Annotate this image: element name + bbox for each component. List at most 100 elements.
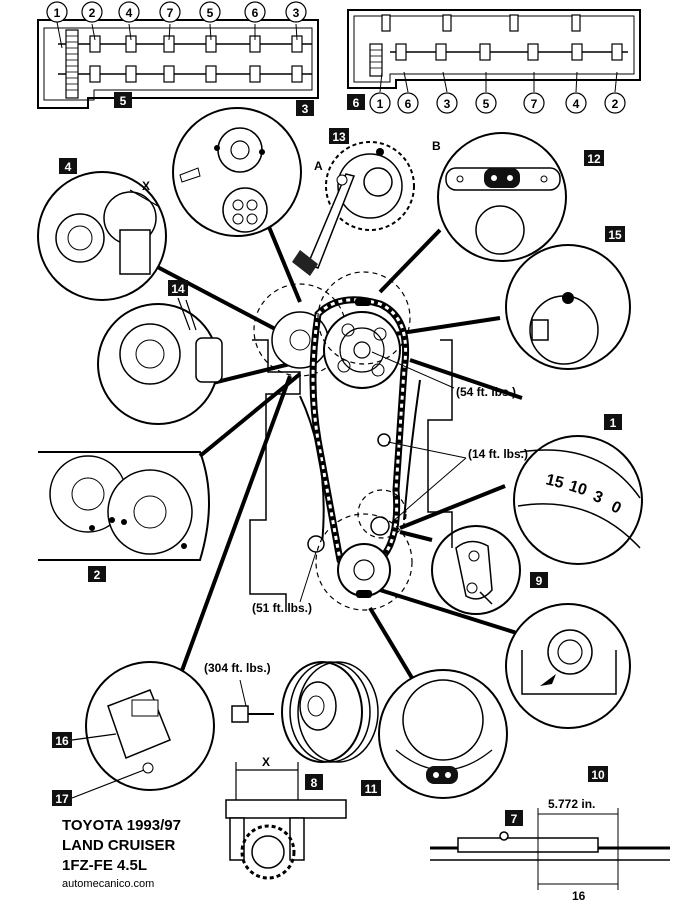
detail-15-crank-key: 15 (505, 226, 631, 370)
svg-text:4: 4 (573, 97, 580, 111)
detail-7-chain-length-measure: 5.772 in. 16 7 (430, 797, 670, 903)
svg-text:1: 1 (54, 6, 61, 20)
svg-text:10: 10 (591, 768, 605, 782)
detail-10-oil-pump-mark: 10 (505, 603, 631, 782)
torque-54: (54 ft. lbs.) (456, 385, 516, 399)
svg-text:5: 5 (483, 97, 490, 111)
head6-seq-6: 2 (604, 92, 626, 114)
site-credit: automecanico.com (62, 878, 154, 890)
svg-text:X: X (262, 755, 270, 769)
svg-text:11: 11 (365, 782, 378, 796)
leader-lines (147, 209, 523, 690)
chain-length-label: 5.772 in. (548, 797, 595, 811)
svg-text:12: 12 (587, 152, 601, 166)
svg-text:17: 17 (55, 792, 69, 806)
svg-text:B: B (432, 139, 441, 153)
callout-14: 14 (168, 280, 188, 296)
detail-11-crank-chain-link: 11 (361, 669, 508, 799)
head6-seq-2: 3 (436, 92, 458, 114)
caption-line1: TOYOTA 1993/97 (62, 817, 181, 834)
head5-sequence-labels: 1 2 4 7 5 6 3 (46, 1, 307, 23)
head5-seq-2: 4 (118, 1, 140, 23)
head5-seq-4: 5 (199, 1, 221, 23)
callout-2: 2 (88, 566, 106, 582)
callout-17: 17 (52, 790, 72, 806)
svg-text:15: 15 (608, 228, 622, 242)
callout-7: 7 (505, 810, 523, 826)
svg-text:16: 16 (55, 734, 69, 748)
svg-text:7: 7 (167, 6, 174, 20)
head5-seq-3: 7 (159, 1, 181, 23)
svg-text:3: 3 (302, 102, 309, 116)
detail-2-cam-gears: 2 (38, 451, 210, 582)
svg-text:7: 7 (511, 812, 518, 826)
svg-text:3: 3 (444, 97, 451, 111)
callout-3: 3 (296, 100, 314, 116)
callout-9: 9 (530, 572, 548, 588)
head6-seq-4: 7 (523, 92, 545, 114)
torque-304: (304 ft. lbs.) (204, 661, 271, 675)
caption-line3: 1FZ-FE 4.5L (62, 857, 147, 874)
head5-seq-5: 6 (244, 1, 266, 23)
svg-text:6: 6 (252, 6, 259, 20)
callout-13: 13 (329, 128, 349, 144)
svg-text:2: 2 (612, 97, 619, 111)
callout-16: 16 (52, 732, 72, 748)
head6-sequence-labels: 1 6 3 5 7 4 2 (369, 92, 626, 114)
svg-text:7: 7 (531, 97, 538, 111)
svg-text:3: 3 (293, 6, 300, 20)
head6-seq-1: 6 (397, 92, 419, 114)
head6-seq-0: 1 (369, 92, 391, 114)
head5-seq-1: 2 (81, 1, 103, 23)
svg-text:6: 6 (353, 96, 360, 110)
callout-11: 11 (361, 780, 381, 796)
head6-seq-5: 4 (565, 92, 587, 114)
cylinder-head-5: 1 2 4 7 5 6 3 5 (37, 1, 319, 109)
svg-text:14: 14 (171, 282, 185, 296)
callout-8: 8 (305, 774, 323, 790)
callout-12: 12 (584, 150, 604, 166)
svg-text:13: 13 (332, 130, 346, 144)
head5-seq-6: 3 (285, 1, 307, 23)
callout-1: 1 (604, 414, 622, 430)
cylinder-head-6: 6 1 6 3 5 7 4 2 (347, 9, 641, 114)
svg-text:6: 6 (405, 97, 412, 111)
detail-12-chain-link: 12 (437, 132, 604, 262)
svg-text:4: 4 (65, 160, 72, 174)
detail-13-cam-sprocket-holder: A B 13 (292, 128, 441, 276)
svg-text:10: 10 (567, 478, 589, 500)
head6-seq-3: 5 (475, 92, 497, 114)
torque-51: (51 ft. lbs.) (252, 601, 312, 615)
svg-text:5: 5 (120, 94, 127, 108)
callout-6: 6 (347, 94, 365, 110)
detail-16-17-crank-sensor: 16 17 (52, 661, 215, 806)
callout-10: 10 (588, 766, 608, 782)
svg-text:15: 15 (544, 471, 565, 492)
callout-4: 4 (59, 158, 77, 174)
caption-block: TOYOTA 1993/97 LAND CRUISER 1FZ-FE 4.5L … (62, 817, 181, 890)
crank-pulley (231, 661, 379, 763)
detail-9-tensioner-plate: 9 (431, 525, 548, 615)
engine-timing-assembly (249, 271, 467, 612)
svg-text:A: A (314, 159, 323, 173)
torque-14: (14 ft. lbs.) (468, 447, 528, 461)
svg-text:5: 5 (207, 6, 214, 20)
svg-text:8: 8 (311, 776, 318, 790)
svg-text:2: 2 (94, 568, 101, 582)
svg-text:2: 2 (89, 6, 96, 20)
svg-text:9: 9 (536, 574, 543, 588)
head5-seq-0: 1 (46, 1, 68, 23)
callout-5: 5 (114, 92, 132, 108)
torque-labels: (54 ft. lbs.) (14 ft. lbs.) (51 ft. lbs.… (204, 385, 528, 675)
detail-4-gear-alignment: X 4 (37, 158, 167, 301)
svg-text:1: 1 (377, 97, 384, 111)
detail-14-gear-marks: 14 (97, 280, 223, 425)
caption-line2: LAND CRUISER (62, 837, 176, 854)
svg-text:X: X (142, 179, 150, 193)
pin-count-label: 16 (572, 889, 586, 903)
callout-15: 15 (605, 226, 625, 242)
detail-8-caliper-measure: X 8 (225, 755, 347, 880)
svg-text:1: 1 (610, 416, 617, 430)
